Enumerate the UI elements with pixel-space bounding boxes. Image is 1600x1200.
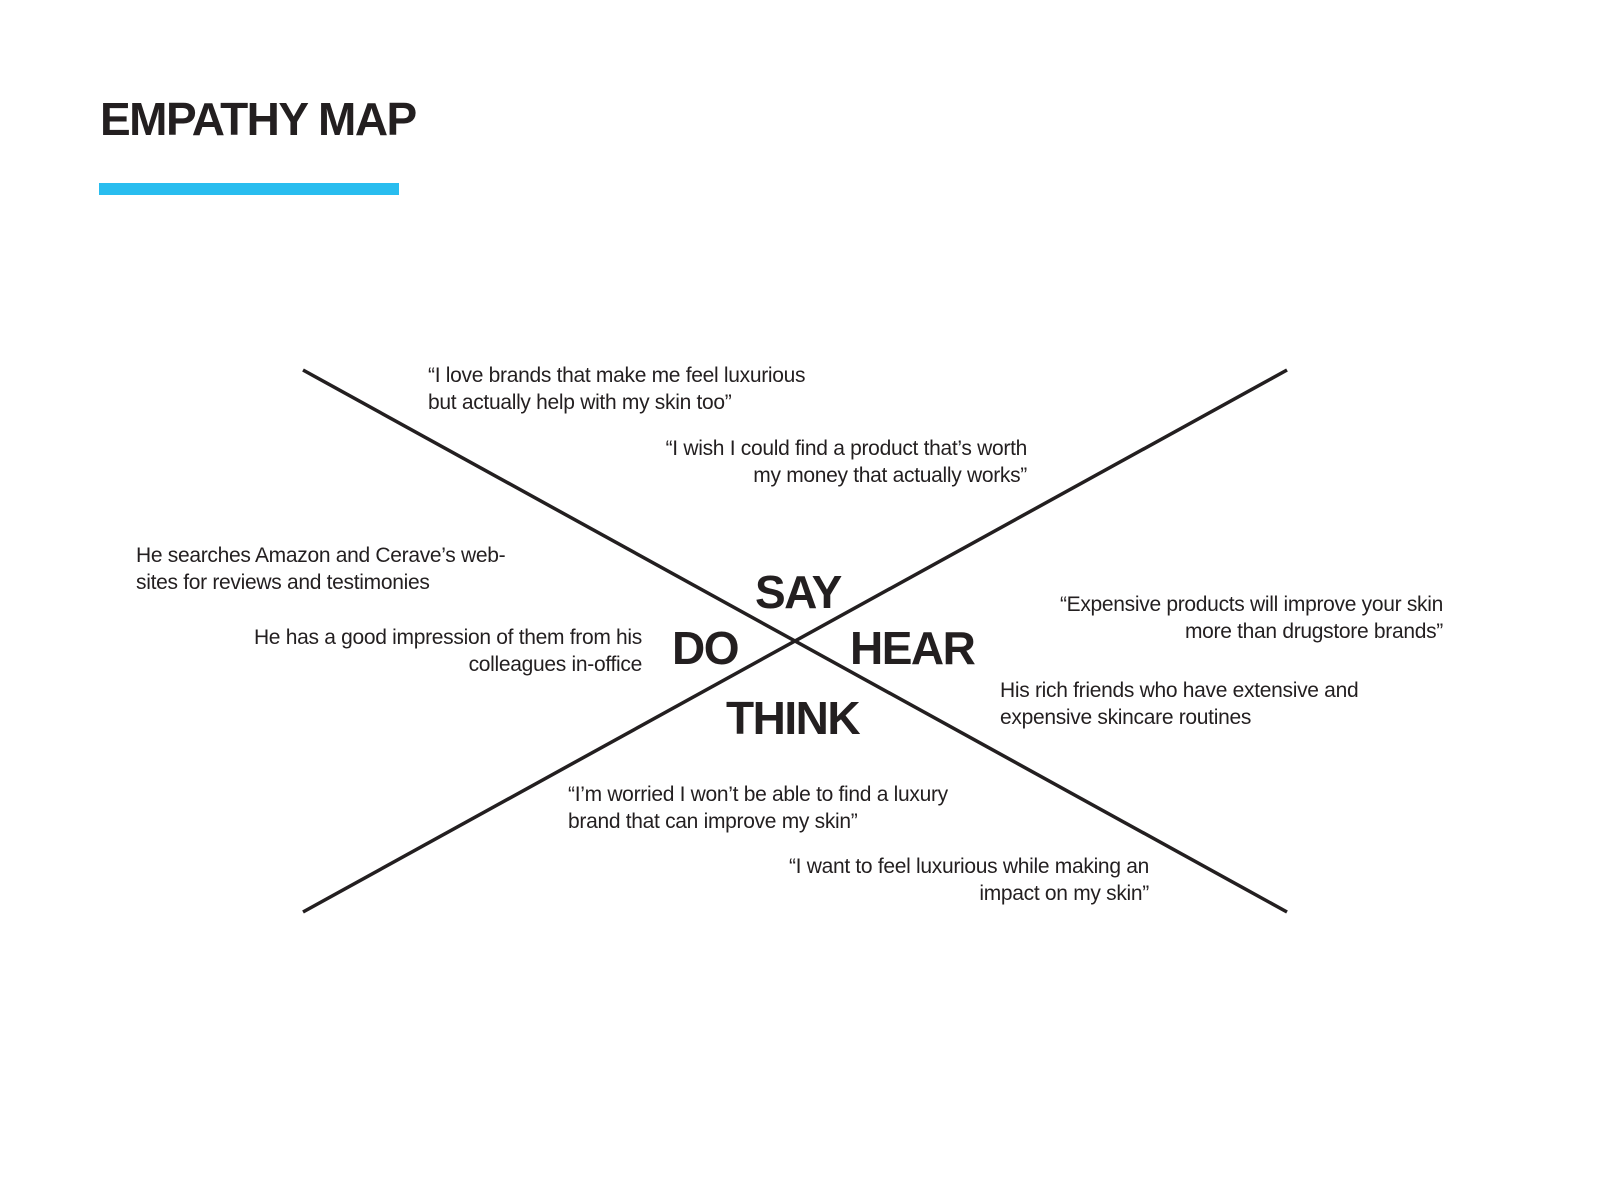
note-line: “I want to feel luxurious while making a… <box>788 855 1149 878</box>
quadrant-label-say: SAY <box>755 566 842 618</box>
note-line: impact on my skin” <box>979 882 1149 905</box>
note-line: He has a good impression of them from hi… <box>253 626 642 649</box>
note-line: colleagues in-office <box>468 653 643 676</box>
note-line: more than drugstore brands” <box>1184 620 1443 643</box>
note-line: His rich friends who have extensive and <box>1000 679 1359 702</box>
title-underline <box>99 183 399 195</box>
hear-note-1: “Expensive products will improve your sk… <box>1060 591 1443 645</box>
do-note-2: He has a good impression of them from hi… <box>254 624 642 678</box>
note-line: sites for reviews and testimonies <box>136 571 430 594</box>
note-line: expensive skincare routines <box>1000 706 1252 729</box>
page-title: EMPATHY MAP <box>100 93 417 145</box>
note-line: “Expensive products will improve your sk… <box>1059 593 1443 616</box>
do-note-1: He searches Amazon and Cerave’s web- sit… <box>136 542 506 596</box>
think-note-1: “I’m worried I won’t be able to find a l… <box>568 781 948 835</box>
diagonal-line-ascending <box>302 368 1288 914</box>
hear-note-2: His rich friends who have extensive and … <box>1000 677 1359 731</box>
think-note-2: “I want to feel luxurious while making a… <box>789 853 1149 907</box>
note-line: “I’m worried I won’t be able to find a l… <box>568 783 948 806</box>
note-line: my money that actually works” <box>753 464 1027 487</box>
say-note-1: “I love brands that make me feel luxurio… <box>428 362 806 416</box>
note-line: “I wish I could find a product that’s wo… <box>665 437 1028 460</box>
note-line: “I love brands that make me feel luxurio… <box>428 364 806 387</box>
quadrant-label-do: DO <box>672 622 740 674</box>
quadrant-label-think: THINK <box>726 692 861 744</box>
note-line: but actually help with my skin too” <box>428 391 732 414</box>
note-line: He searches Amazon and Cerave’s web- <box>136 544 506 567</box>
note-line: brand that can improve my skin” <box>568 810 858 833</box>
say-note-2: “I wish I could find a product that’s wo… <box>665 435 1028 489</box>
quadrant-label-hear: HEAR <box>850 622 976 674</box>
